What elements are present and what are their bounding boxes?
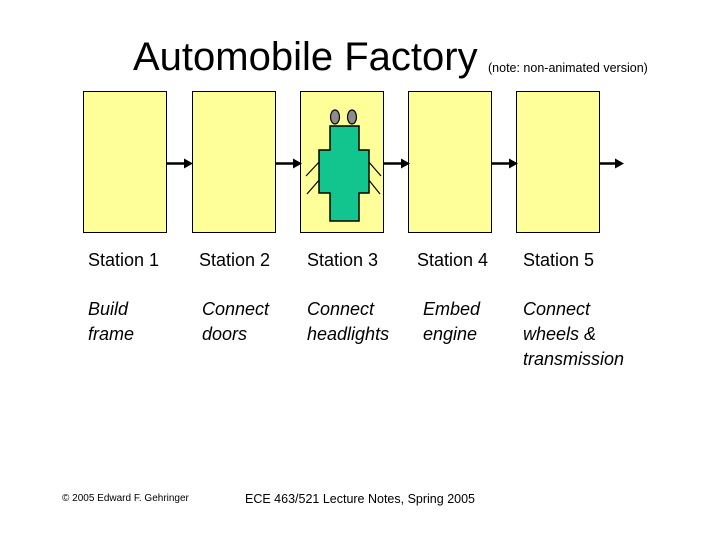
robot-antenna-icon (346, 109, 358, 125)
station-5-label: Station 5 (523, 250, 595, 270)
robot-whisker-line (306, 178, 321, 195)
robot-icon (305, 109, 382, 222)
footer-course: ECE 463/521 Lecture Notes, Spring 2005 (244, 492, 475, 506)
station-1-box (83, 91, 167, 233)
robot-whisker-line (367, 160, 382, 177)
flow-arrow (384, 158, 410, 169)
flow-arrow (167, 158, 193, 169)
station-5-box (516, 91, 600, 233)
station-1-label: Station 1 (88, 250, 160, 270)
station-3-label: Station 3 (307, 250, 379, 270)
station-4-box (408, 91, 492, 233)
station-4-task: Embed engine (423, 299, 481, 344)
station-5-task: Connect wheels & transmission (523, 299, 625, 369)
station-2-box (192, 91, 276, 233)
robot-antenna-icon (329, 109, 341, 125)
station-2-task: Connect doors (202, 299, 270, 344)
station-3-box (300, 91, 384, 233)
flow-arrow (600, 158, 624, 169)
station-1-task: Build frame (88, 299, 135, 344)
title-note: (note: non-animated version) (488, 61, 648, 75)
flow-arrow (276, 158, 302, 169)
robot-whisker-line (305, 160, 321, 177)
robot-whisker-line (367, 178, 381, 195)
station-3-task: Connect headlights (307, 299, 390, 344)
slide-title: Automobile Factory (133, 35, 478, 79)
robot-body (318, 125, 370, 222)
flow-arrow (492, 158, 518, 169)
footer-copyright: © 2005 Edward F. Gehringer (62, 493, 189, 504)
station-2-label: Station 2 (199, 250, 271, 270)
station-4-label: Station 4 (417, 250, 489, 270)
